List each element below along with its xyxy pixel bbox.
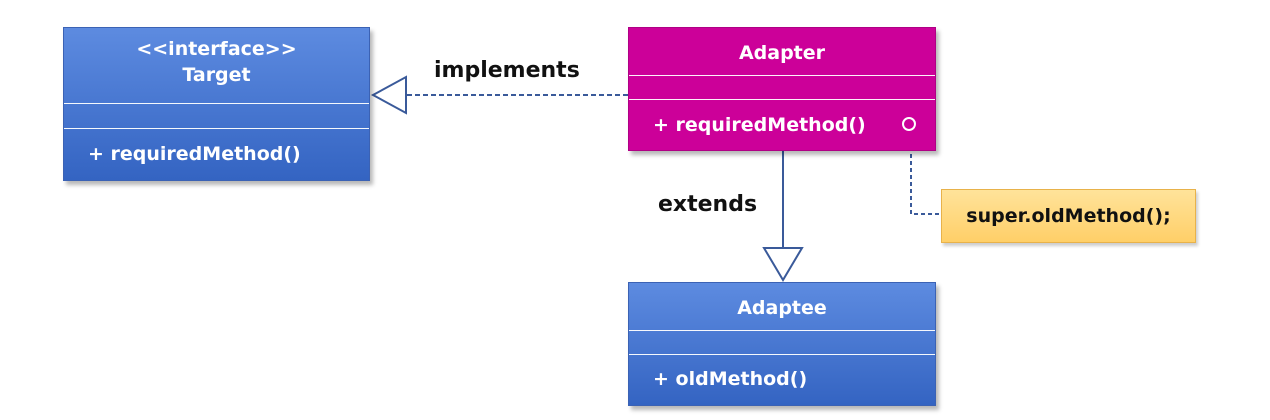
- target-header: <<interface>> Target: [64, 36, 369, 88]
- target-divider-1: [64, 103, 369, 104]
- adaptee-name: Adaptee: [737, 297, 827, 319]
- adaptee-divider-1: [629, 330, 935, 331]
- target-divider-2: [64, 128, 369, 129]
- target-class[interactable]: <<interface>> Target + requiredMethod(): [63, 27, 370, 181]
- extends-label: extends: [658, 192, 758, 217]
- code-note[interactable]: super.oldMethod();: [941, 189, 1196, 243]
- adapter-divider-1: [629, 75, 935, 76]
- adaptee-class[interactable]: Adaptee + oldMethod(): [628, 282, 936, 406]
- adapter-divider-2: [629, 99, 935, 100]
- note-connector: [910, 133, 942, 215]
- adapter-class[interactable]: Adapter + requiredMethod(): [628, 27, 936, 151]
- adapter-method: + requiredMethod(): [653, 114, 866, 136]
- target-stereotype: <<interface>>: [136, 38, 297, 60]
- target-method: + requiredMethod(): [88, 143, 301, 165]
- adaptee-method: + oldMethod(): [653, 368, 808, 390]
- extends-arrowhead: [762, 247, 804, 282]
- implements-arrowhead: [370, 75, 407, 115]
- implements-label: implements: [434, 58, 580, 83]
- target-name: Target: [182, 64, 251, 86]
- adaptee-divider-2: [629, 354, 935, 355]
- adapter-name: Adapter: [738, 42, 826, 64]
- note-anchor-circle: [902, 117, 916, 131]
